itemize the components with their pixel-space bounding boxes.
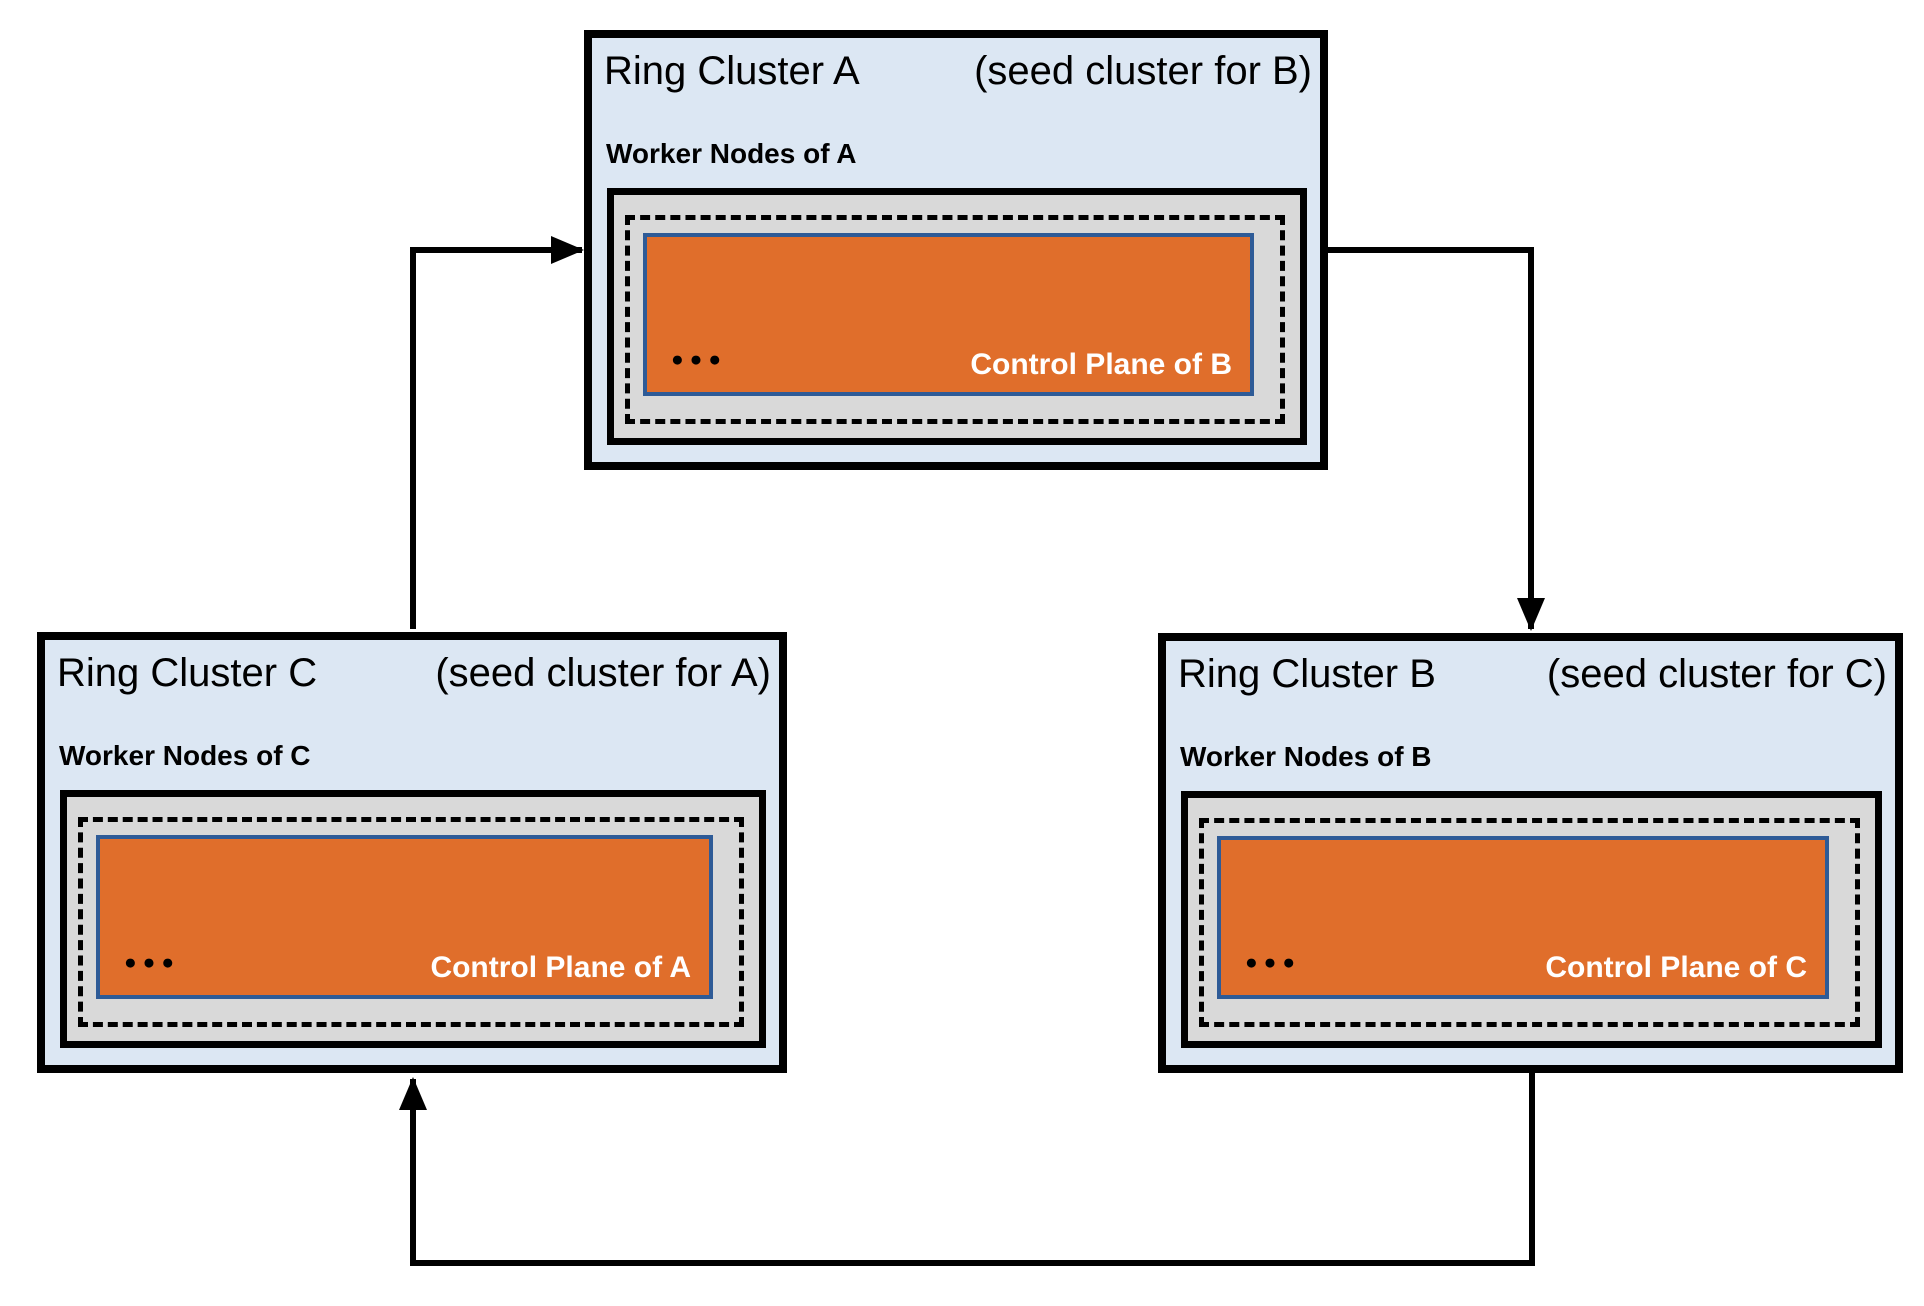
- cluster-a-seed-note: (seed cluster for B): [974, 49, 1312, 93]
- cluster-b-worker-node-box: ●●● Control Plane of C: [1181, 791, 1882, 1048]
- cluster-a-control-plane-label: Control Plane of B: [970, 348, 1232, 381]
- cluster-c-title: Ring Cluster C: [57, 651, 318, 695]
- cluster-a-control-plane-box: ●●● Control Plane of B: [643, 233, 1254, 396]
- arrow-c-to-a: [410, 236, 584, 629]
- cluster-b-title-row: Ring Cluster B (seed cluster for C): [1166, 641, 1895, 697]
- cluster-a-worker-node-box: ●●● Control Plane of B: [607, 188, 1307, 445]
- arrow-a-to-b: [1328, 247, 1545, 631]
- cluster-b-seed-note: (seed cluster for C): [1546, 652, 1887, 696]
- cluster-b-worker-label: Worker Nodes of B: [1180, 741, 1432, 772]
- ellipsis-dots: ●●●: [1245, 951, 1302, 974]
- cluster-c-worker-node-box: ●●● Control Plane of A: [60, 790, 766, 1048]
- arrow-b-to-c: [399, 1071, 1535, 1266]
- cluster-c-title-row: Ring Cluster C (seed cluster for A): [45, 640, 779, 696]
- cluster-c-worker-label: Worker Nodes of C: [59, 740, 311, 771]
- cluster-c-dashed-region: ●●● Control Plane of A: [78, 817, 744, 1027]
- cluster-b-control-plane-box: ●●● Control Plane of C: [1217, 836, 1829, 999]
- cluster-c-control-plane-box: ●●● Control Plane of A: [96, 835, 713, 999]
- cluster-c-seed-note: (seed cluster for A): [435, 651, 771, 695]
- cluster-b-title: Ring Cluster B: [1178, 652, 1436, 696]
- cluster-b-dashed-region: ●●● Control Plane of C: [1199, 818, 1860, 1027]
- ellipsis-dots: ●●●: [124, 951, 181, 974]
- cluster-b-control-plane-label: Control Plane of C: [1545, 951, 1807, 984]
- cluster-c-control-plane-label: Control Plane of A: [430, 951, 691, 984]
- cluster-a-worker-label: Worker Nodes of A: [606, 138, 857, 169]
- cluster-a: Ring Cluster A (seed cluster for B) Work…: [584, 30, 1328, 470]
- cluster-a-dashed-region: ●●● Control Plane of B: [625, 215, 1285, 424]
- cluster-c: Ring Cluster C (seed cluster for A) Work…: [37, 632, 787, 1073]
- cluster-b: Ring Cluster B (seed cluster for C) Work…: [1158, 633, 1903, 1073]
- cluster-a-title: Ring Cluster A: [604, 49, 860, 93]
- cluster-a-title-row: Ring Cluster A (seed cluster for B): [592, 38, 1320, 94]
- ellipsis-dots: ●●●: [671, 348, 728, 371]
